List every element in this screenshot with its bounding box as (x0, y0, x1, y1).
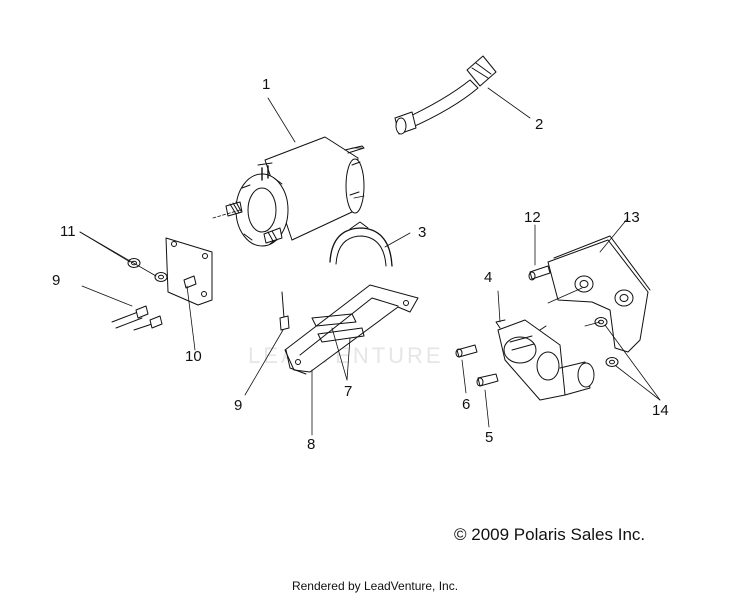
callout-13: 13 (623, 209, 640, 226)
mounting-plate-part (547, 235, 651, 353)
bolt-part (455, 265, 551, 387)
bracket-plate-part (165, 237, 213, 306)
callout-10: 10 (185, 348, 202, 365)
callout-9-middle: 9 (234, 397, 243, 414)
mounting-bracket-part (284, 284, 419, 375)
callout-11: 11 (60, 223, 76, 240)
callout-6: 6 (462, 396, 471, 413)
callout-12: 12 (524, 209, 541, 226)
leader-lines (79, 87, 661, 436)
flange-nut-part (594, 317, 619, 367)
wire-terminal-part (111, 305, 163, 331)
callout-9-left: 9 (52, 272, 61, 289)
copyright-text: © 2009 Polaris Sales Inc. (454, 525, 646, 544)
rendered-by-footer: Rendered by LeadVenture, Inc. (291, 579, 459, 593)
callout-1: 1 (262, 76, 271, 93)
nut-part (127, 258, 168, 282)
strap-part (329, 221, 393, 267)
cable-tie-part (279, 291, 290, 331)
callout-8: 8 (307, 436, 316, 453)
callout-3: 3 (418, 224, 427, 241)
starter-motor-part (225, 136, 365, 247)
callout-14: 14 (652, 402, 669, 419)
cable-connector-part (394, 55, 497, 135)
callout-5: 5 (485, 429, 494, 446)
callout-4: 4 (484, 269, 493, 286)
callout-7: 7 (344, 383, 353, 400)
solenoid-part (495, 319, 595, 401)
callout-2: 2 (535, 116, 544, 133)
